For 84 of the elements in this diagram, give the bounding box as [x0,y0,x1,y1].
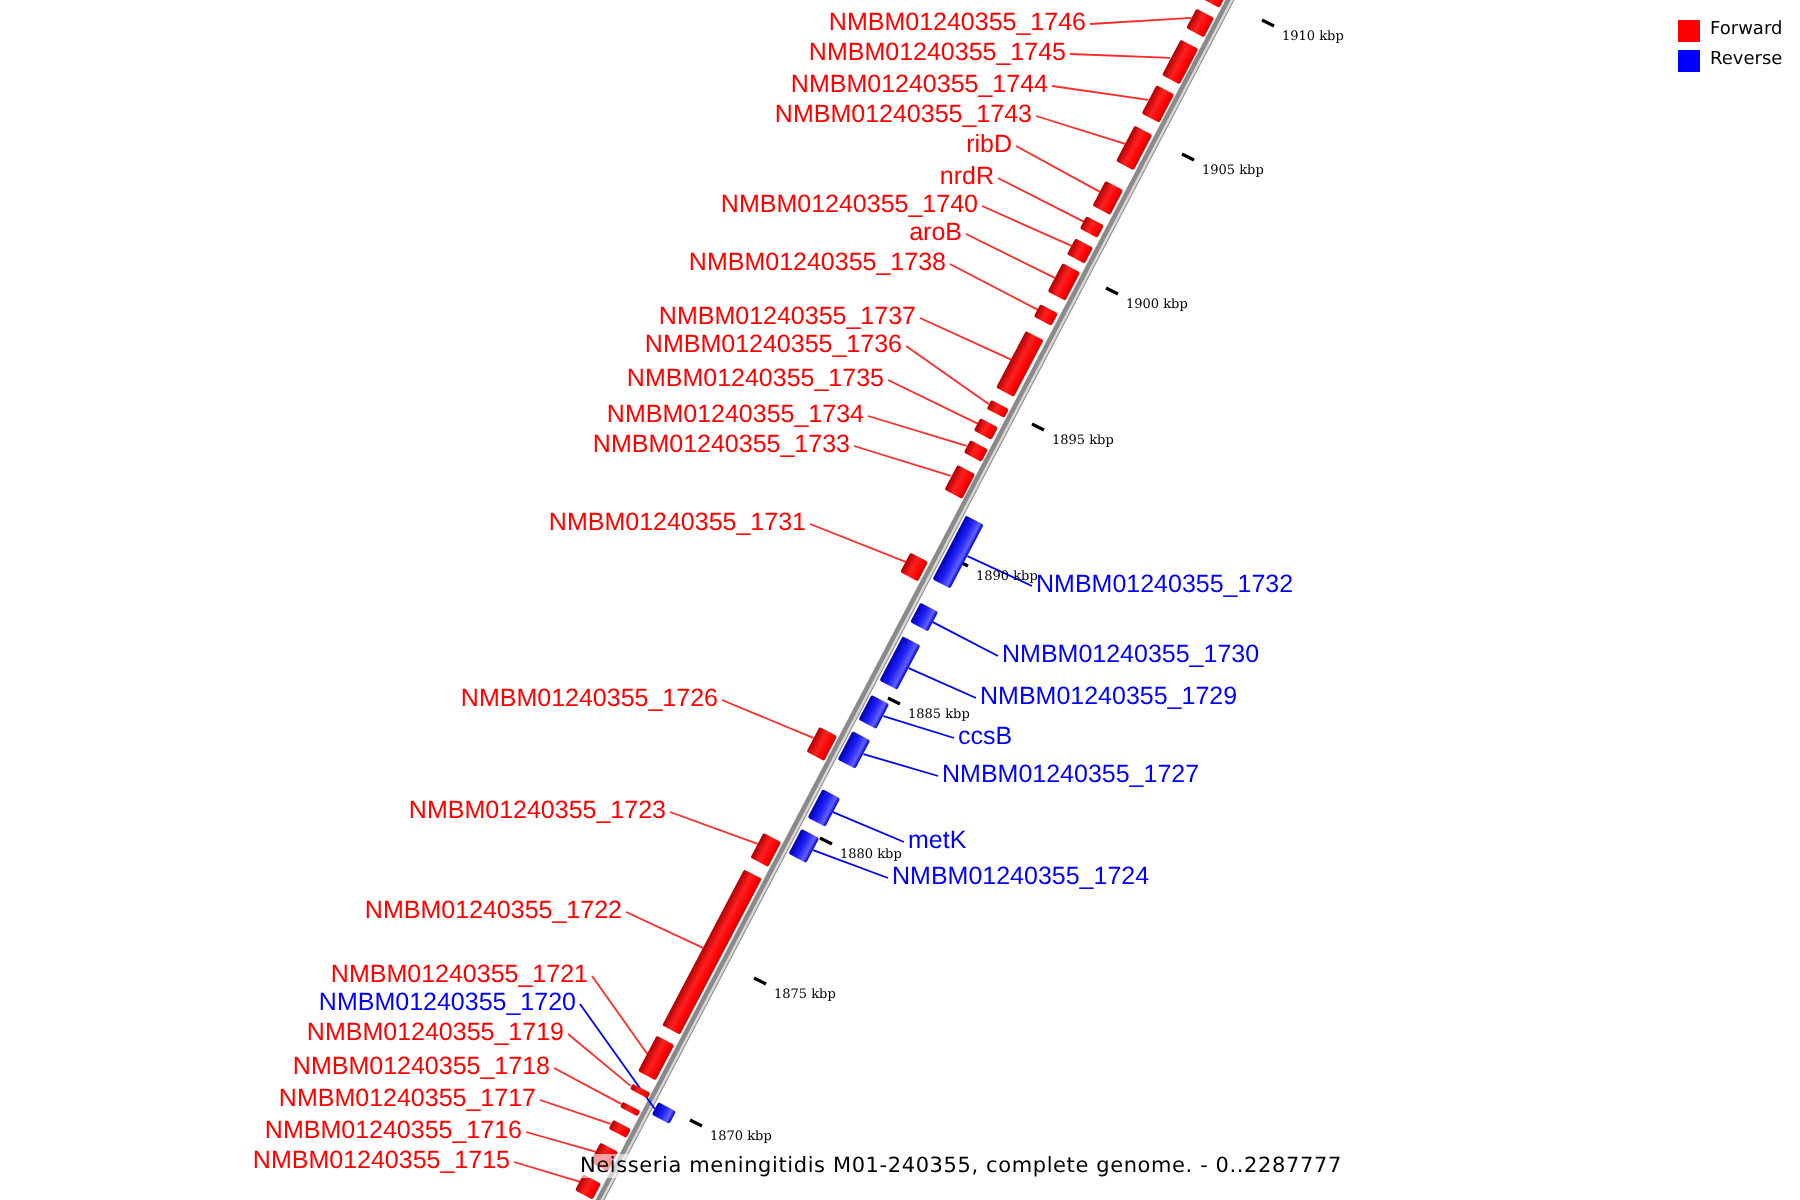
gene-block [944,463,975,498]
gene-label: NMBM01240355_1726 [460,684,718,714]
gene-block [751,831,782,866]
leader-line [997,177,1086,223]
leader-line [919,317,1013,361]
leader-line [1051,85,1150,101]
caption: Neisseria meningitidis M01-240355, complete genome. - 0..2287777 [580,1154,1342,1178]
gene-label: NMBM01240355_1730 [1002,640,1260,670]
gene-label: NMBM01240355_1740 [720,190,978,220]
leader-line [553,1067,622,1105]
gene-label: NMBM01240355_1719 [306,1018,564,1048]
gene-block [1067,237,1094,264]
gene-label: NMBM01240355_1732 [1036,570,1294,600]
gene-label: NMBM01240355_1734 [606,400,864,430]
leader-line [669,811,759,845]
gene-label: NMBM01240355_1729 [980,682,1238,712]
leader-line [809,523,907,563]
gene-block [628,1082,650,1099]
leader-line [853,445,952,477]
leader-line [905,345,990,405]
leader-line [525,1131,597,1153]
gene-label: NMBM01240355_1721 [330,960,588,990]
leader-line [949,263,1039,311]
gene-block [1185,7,1215,38]
gene-label: NMBM01240355_1723 [408,796,666,826]
gene-label: NMBM01240355_1716 [264,1116,522,1146]
gene-label: NMBM01240355_1720 [318,988,576,1018]
leader-line [832,811,905,843]
gene-label: NMBM01240355_1738 [688,248,946,278]
gene-label: NMBM01240355_1717 [278,1084,536,1114]
leader-line [882,715,955,739]
leader-line [965,233,1056,279]
gene-block [1047,263,1080,302]
leader-line [513,1161,582,1183]
leader-line [812,849,889,879]
leader-line [887,379,979,425]
leader-line [539,1099,612,1125]
gene-label: NMBM01240355_1736 [644,330,902,360]
gene-block [900,551,929,582]
gene-label: nrdR [939,162,994,192]
leader-line [591,975,649,1055]
gene-block [619,1100,641,1117]
gene-label: aroB [909,218,962,248]
gene-label: NMBM01240355_1722 [364,896,622,926]
gene-label: NMBM01240355_1745 [808,38,1066,68]
leader-line [579,1003,656,1110]
gene-block [1093,179,1124,214]
leader-line [966,555,1033,587]
gene-label: NMBM01240355_1731 [548,508,806,538]
leader-line [1035,115,1126,145]
gene-label: NMBM01240355_1733 [592,430,850,460]
gene-block [608,1119,631,1138]
leader-line [981,205,1073,247]
gene-block [986,399,1009,418]
gene-label: NMBM01240355_1746 [828,8,1086,38]
leader-line [1089,17,1193,25]
leader-line [625,911,704,949]
gene-block [1034,303,1059,326]
gene-label: metK [908,826,967,856]
gene-label: NMBM01240355_1718 [292,1052,550,1082]
gene-label: ribD [966,130,1012,160]
leader-line [867,415,968,447]
gene-label: NMBM01240355_1727 [942,760,1200,790]
gene-block [651,1102,676,1125]
leader-line [862,753,939,777]
leader-line [1069,53,1172,59]
gene-label: NMBM01240355_1743 [774,100,1032,130]
gene-block [974,417,999,440]
leader-line [1015,145,1101,193]
legend-label: Forward [1710,18,1783,44]
gene-block [1080,215,1105,238]
gene-label: NMBM01240355_1744 [790,70,1048,100]
leader-line [567,1033,632,1087]
leader-line [907,667,977,699]
gene-label: NMBM01240355_1737 [658,302,916,332]
gene-label: NMBM01240355_1735 [626,364,884,394]
gene-label: ccsB [958,722,1013,752]
gene-label: NMBM01240355_1715 [252,1146,510,1176]
gene-block [575,1173,602,1200]
legend-label: Reverse [1710,48,1783,74]
gene-label: NMBM01240355_1724 [892,862,1150,892]
leader-line [931,621,999,657]
leader-line [721,699,815,739]
gene-block [963,439,988,462]
